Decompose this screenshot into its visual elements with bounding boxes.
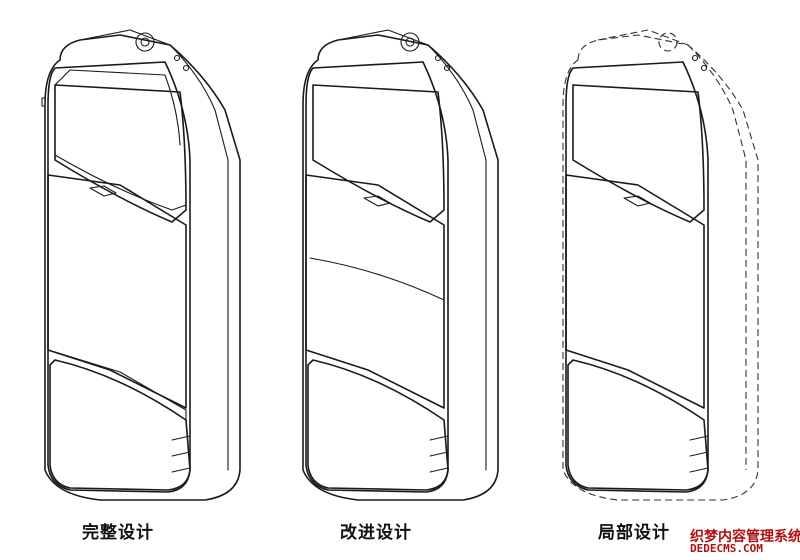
phone-full-design: [41, 29, 241, 501]
caption-full-design: 完整设计: [82, 523, 154, 543]
phone-partial-design: [562, 29, 759, 501]
caption-partial-design: 局部设计: [598, 523, 670, 543]
phone-improved-design: [302, 29, 499, 501]
watermark-url: DEDECMS.COM: [690, 542, 763, 555]
caption-improved-design: 改进设计: [340, 523, 412, 543]
watermark-text: 织梦内容管理系统: [690, 529, 800, 545]
